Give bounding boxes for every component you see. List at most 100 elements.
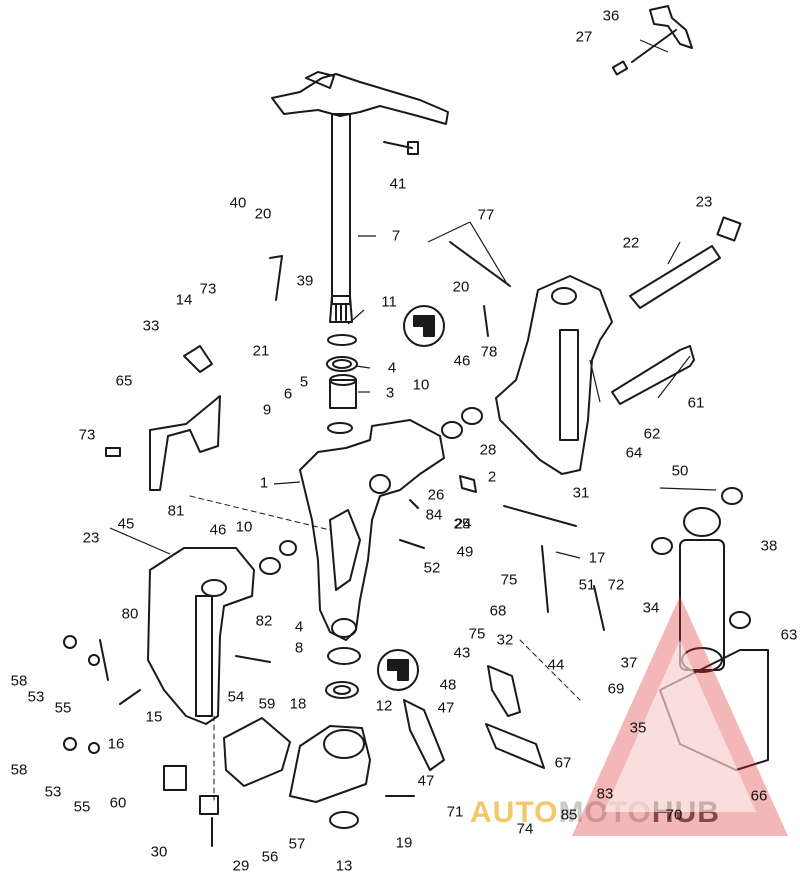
bushing-stack-part [326, 334, 358, 434]
callout-label: 63 [780, 626, 798, 644]
small-hardware-parts [63, 241, 751, 847]
callout-label: 59 [258, 695, 276, 713]
callout-label: 2 [487, 468, 497, 486]
callout-label: 20 [452, 278, 470, 296]
callout-label: 17 [588, 549, 606, 567]
callout-label: 25 [453, 515, 471, 533]
callout-label: 47 [417, 772, 435, 790]
callout-label: 4 [387, 359, 397, 377]
callout-label: 82 [255, 612, 273, 630]
callout-label: 58 [10, 672, 28, 690]
callout-label: 52 [423, 559, 441, 577]
callout-label: 46 [209, 521, 227, 539]
callout-label: 50 [671, 462, 689, 480]
callout-label: 85 [560, 806, 578, 824]
callout-label: 30 [150, 843, 168, 861]
callout-label: 10 [412, 376, 430, 394]
callout-label: 5 [299, 373, 309, 391]
bolt-41-part [383, 141, 419, 155]
callout-label: 67 [554, 754, 572, 772]
callout-label: 39 [296, 272, 314, 290]
callout-label: 10 [235, 518, 253, 536]
callout-label: 84 [425, 506, 443, 524]
callout-label: 8 [294, 639, 304, 657]
callout-label: 3 [385, 384, 395, 402]
callout-label: 22 [622, 234, 640, 252]
callout-label: 28 [479, 441, 497, 459]
callout-label: 74 [516, 820, 534, 838]
callout-label: 55 [54, 699, 72, 717]
callout-label: 23 [82, 529, 100, 547]
callout-label: 72 [607, 576, 625, 594]
callout-label: 11 [381, 293, 397, 311]
rod-61-part [611, 345, 695, 405]
callout-label: 69 [607, 680, 625, 698]
callout-label: 80 [121, 605, 139, 623]
callout-label: 45 [117, 515, 135, 533]
inset-symbol-lower [377, 649, 419, 691]
callout-label: 54 [227, 688, 245, 706]
callout-label: 51 [578, 576, 596, 594]
transom-bracket-right-part [495, 275, 613, 475]
callout-label: 1 [259, 474, 269, 492]
callout-label: 16 [107, 735, 125, 753]
callout-label: 73 [199, 280, 217, 298]
callout-label: 46 [453, 352, 471, 370]
callout-label: 78 [480, 343, 498, 361]
inset-symbol-upper [403, 305, 445, 347]
callout-label: 38 [760, 537, 778, 555]
callout-label: 13 [335, 857, 353, 875]
callout-label: 58 [10, 761, 28, 779]
callout-label: 24 [454, 515, 472, 533]
callout-label: 31 [572, 484, 590, 502]
callout-label: 55 [73, 798, 91, 816]
callout-label: 70 [665, 806, 683, 824]
watermark-part1: AUTO [470, 796, 559, 829]
callout-label: 41 [389, 175, 407, 193]
callout-label: 6 [283, 385, 293, 403]
steering-arm-part [271, 71, 449, 323]
callout-label: 37 [620, 654, 638, 672]
callout-label: 43 [453, 644, 471, 662]
callout-label: 34 [642, 599, 660, 617]
callout-label: 20 [254, 205, 272, 223]
callout-label: 7 [391, 227, 401, 245]
callout-label: 12 [375, 697, 393, 715]
callout-label: 27 [575, 28, 593, 46]
clamp-12-part [289, 725, 371, 803]
callout-label: 19 [395, 834, 413, 852]
callout-label: 33 [142, 317, 160, 335]
callout-label: 44 [547, 656, 565, 674]
callout-label: 61 [687, 394, 705, 412]
callout-label: 83 [596, 785, 614, 803]
callout-label: 32 [496, 631, 514, 649]
callout-label: 29 [232, 857, 250, 875]
callout-label: 26 [427, 486, 445, 504]
callout-label: 75 [500, 571, 518, 589]
callout-label: 60 [109, 794, 127, 812]
callout-label: 9 [262, 401, 272, 419]
callout-label: 77 [477, 206, 495, 224]
callout-label: 49 [456, 543, 474, 561]
callout-label: 62 [643, 425, 661, 443]
callout-label: 56 [261, 848, 279, 866]
callout-label: 40 [229, 194, 247, 212]
callout-label: 18 [289, 695, 307, 713]
callout-label: 73 [78, 426, 96, 444]
callout-label: 23 [695, 193, 713, 211]
callout-label: 21 [252, 342, 270, 360]
callout-label: 53 [27, 688, 45, 706]
callout-label: 15 [145, 708, 163, 726]
callout-label: 48 [439, 676, 457, 694]
callout-label: 68 [489, 602, 507, 620]
callout-label: 4 [294, 618, 304, 636]
pad-18-part [223, 717, 291, 787]
callout-label: 65 [115, 372, 133, 390]
tilt-tube-22-part [629, 216, 742, 309]
callout-label: 57 [288, 835, 306, 853]
swivel-bracket-part [299, 419, 445, 641]
callout-label: 53 [44, 783, 62, 801]
callout-label: 66 [750, 787, 768, 805]
